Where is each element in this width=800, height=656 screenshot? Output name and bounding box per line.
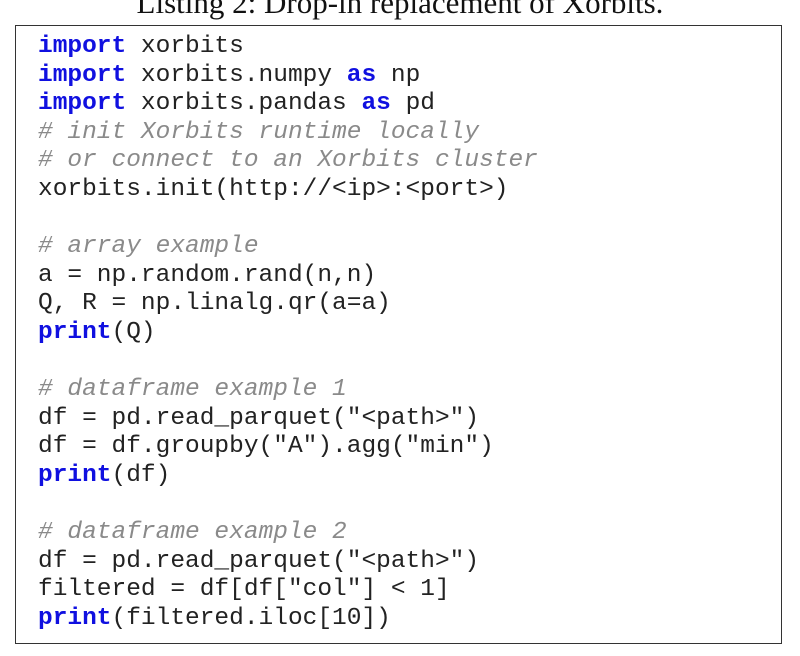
code-text: (df) — [111, 461, 171, 489]
code-keyword: print — [38, 604, 112, 632]
code-text: df = pd.read_parquet("<path>") — [38, 547, 480, 575]
code-line: a = np.random.rand(n,n) — [38, 262, 538, 291]
code-line: import xorbits.pandas as pd — [38, 90, 538, 119]
code-keyword: as — [346, 61, 377, 89]
code-text: df = df.groupby("A").agg("min") — [38, 433, 494, 461]
code-line: print(filtered.iloc[10]) — [38, 605, 538, 634]
code-text: np — [376, 61, 421, 89]
code-comment: # dataframe example 1 — [38, 376, 347, 404]
code-line: print(df) — [38, 462, 538, 491]
code-text: xorbits.numpy — [126, 61, 347, 89]
code-text: Q, R = np.linalg.qr(a=a) — [38, 290, 391, 318]
code-line: # dataframe example 1 — [38, 376, 538, 405]
code-keyword: print — [38, 318, 112, 346]
code-line: # array example — [38, 233, 538, 262]
code-line: Q, R = np.linalg.qr(a=a) — [38, 290, 538, 319]
code-line: # or connect to an Xorbits cluster — [38, 147, 538, 176]
code-comment: # array example — [38, 233, 259, 261]
code-listing-box — [15, 25, 782, 644]
code-line: df = pd.read_parquet("<path>") — [38, 405, 538, 434]
code-comment: # dataframe example 2 — [38, 519, 347, 547]
code-line: df = df.groupby("A").agg("min") — [38, 433, 538, 462]
code-text: df = pd.read_parquet("<path>") — [38, 404, 480, 432]
code-comment: # init Xorbits runtime locally — [38, 118, 480, 146]
code-line: # dataframe example 2 — [38, 519, 538, 548]
code-text: pd — [390, 90, 435, 118]
blank-line — [38, 348, 538, 377]
code-text: xorbits — [126, 33, 244, 60]
code-text: xorbits.init(http://<ip>:<port>) — [38, 175, 509, 203]
code-text: filtered = df[df["col"] < 1] — [38, 576, 450, 604]
code-line: df = pd.read_parquet("<path>") — [38, 548, 538, 577]
code-comment: # or connect to an Xorbits cluster — [38, 147, 538, 175]
code-line: # init Xorbits runtime locally — [38, 119, 538, 148]
blank-line — [38, 205, 538, 234]
code-keyword: as — [361, 90, 391, 118]
code-text: a = np.random.rand(n,n) — [38, 261, 377, 289]
code-text: xorbits.pandas — [126, 90, 362, 118]
code-keyword: import — [38, 33, 127, 60]
blank-line — [38, 491, 538, 520]
code-line: import xorbits.numpy as np — [38, 62, 538, 91]
code-line: xorbits.init(http://<ip>:<port>) — [38, 176, 538, 205]
code-keyword: print — [38, 461, 112, 489]
code-line: import xorbits — [38, 33, 538, 62]
code-line: filtered = df[df["col"] < 1] — [38, 576, 538, 605]
listing-caption: Listing 2: Drop-in replacement of Xorbit… — [136, 0, 664, 20]
code-keyword: import — [38, 61, 127, 89]
code-line: print(Q) — [38, 319, 538, 348]
code-text: (filtered.iloc[10]) — [111, 604, 391, 632]
code-keyword: import — [38, 90, 127, 118]
code-text: (Q) — [111, 318, 156, 346]
